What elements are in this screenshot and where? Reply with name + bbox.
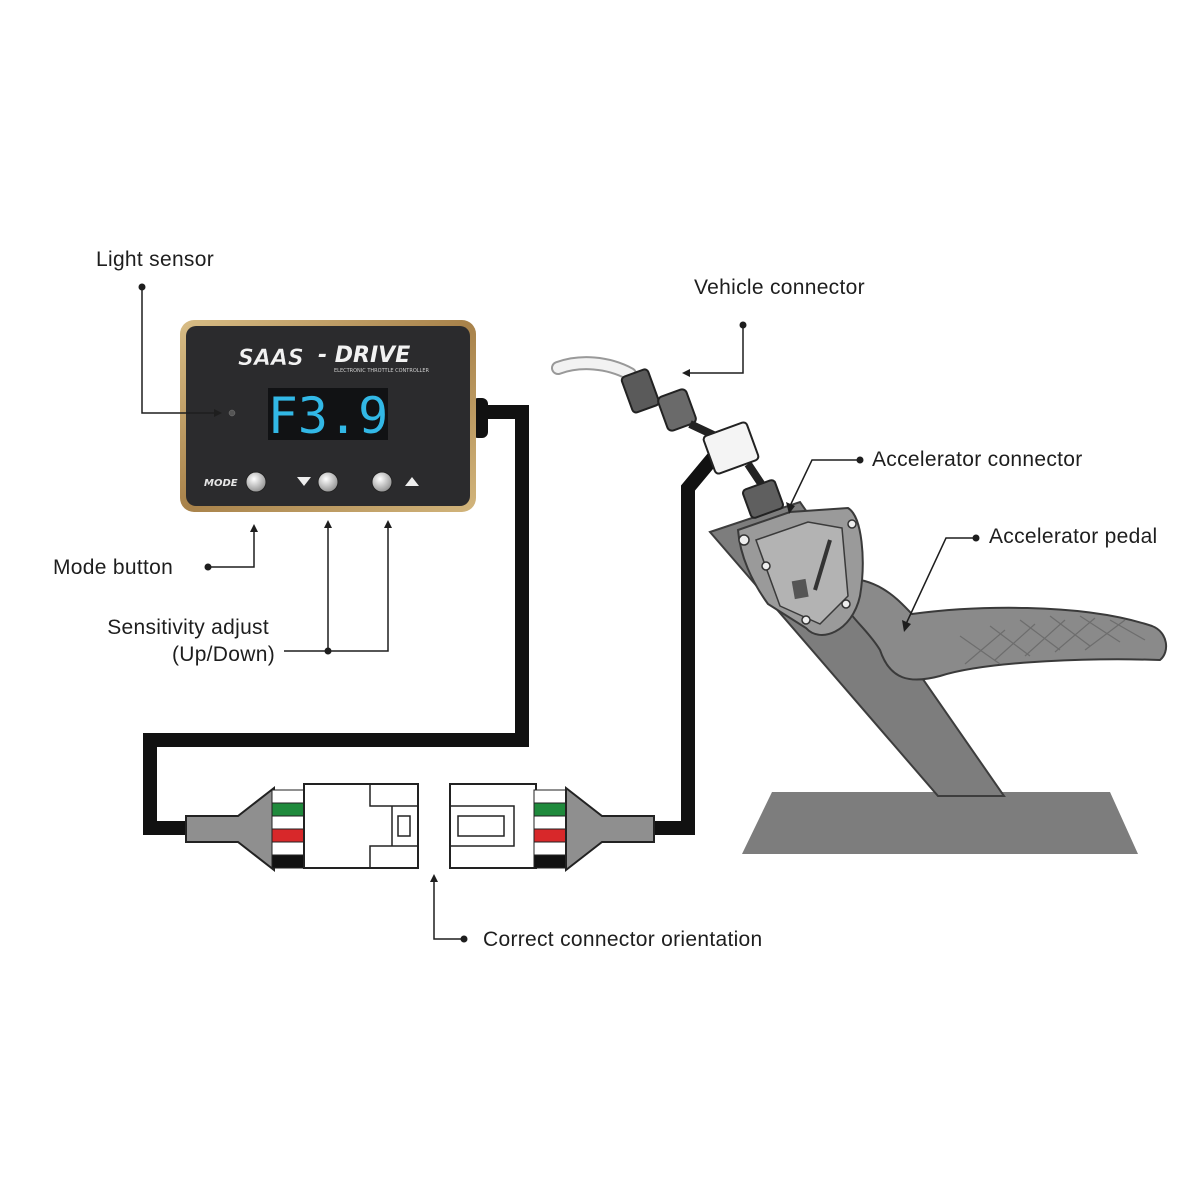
harness-connector-left bbox=[185, 783, 419, 873]
dot-vehicle-connector bbox=[739, 321, 747, 329]
display-readout: F3.9 bbox=[268, 387, 388, 445]
adapter-plug bbox=[657, 388, 697, 432]
wire-strip bbox=[271, 841, 307, 856]
wire-strip bbox=[533, 828, 569, 843]
wire-strip bbox=[271, 828, 307, 843]
harness-connector-right bbox=[449, 783, 655, 873]
wire-strip bbox=[271, 815, 307, 830]
vehicle-connector bbox=[551, 356, 768, 491]
label-mode-button: Mode button bbox=[53, 556, 173, 579]
pedal-sensor-cover bbox=[755, 521, 849, 625]
wire-strip bbox=[533, 854, 569, 869]
leader-accelerator-pedal bbox=[905, 537, 976, 625]
arrowhead-light-sensor bbox=[214, 409, 222, 417]
pedal-sensor-bar bbox=[813, 539, 832, 591]
triangle-down-icon bbox=[297, 477, 311, 486]
dot-light-sensor bbox=[138, 283, 146, 291]
leader-light-sensor bbox=[141, 288, 214, 414]
dot-accelerator-connector bbox=[856, 456, 864, 464]
arrowhead-mode-button bbox=[250, 524, 258, 532]
pedal-base bbox=[742, 792, 1138, 854]
dot-mode-button bbox=[204, 563, 212, 571]
label-orientation: Correct connector orientation bbox=[483, 928, 763, 951]
vehicle-loom-inner bbox=[553, 358, 635, 379]
label-accelerator-pedal: Accelerator pedal bbox=[989, 525, 1158, 548]
leader-mode-button bbox=[208, 532, 255, 568]
arrowhead-vehicle-connector bbox=[682, 369, 690, 377]
leader-sensitivity bbox=[284, 528, 389, 652]
label-vehicle-connector: Vehicle connector bbox=[694, 276, 865, 299]
light-sensor bbox=[228, 409, 236, 417]
leader-orientation bbox=[433, 882, 464, 940]
controller-cable bbox=[143, 405, 529, 835]
arrowhead-accelerator-connector bbox=[786, 502, 795, 514]
model-name: - DRIVE bbox=[318, 343, 410, 368]
throttle-controller: SAAS - DRIVE ELECTRONIC THROTTLE CONTROL… bbox=[180, 320, 488, 512]
pedal-sensor-slot bbox=[791, 578, 809, 600]
pedal-bolt-1 bbox=[738, 534, 750, 546]
up-button[interactable] bbox=[371, 471, 393, 493]
vehicle-cable bbox=[648, 447, 724, 835]
dot-orientation bbox=[460, 935, 468, 943]
vehicle-plug bbox=[620, 368, 660, 414]
wire-bundle-right bbox=[533, 789, 569, 869]
label-accelerator-connector: Accelerator connector bbox=[872, 448, 1083, 471]
label-sensitivity-line2: (Up/Down) bbox=[172, 643, 275, 666]
dot-accelerator-pedal bbox=[972, 534, 980, 542]
arrowhead-accelerator-pedal bbox=[902, 620, 911, 632]
plug-latch-right bbox=[457, 815, 505, 837]
label-sensitivity-line1: Sensitivity adjust bbox=[107, 616, 269, 639]
accelerator-pedal bbox=[708, 500, 1168, 854]
brand-logo: SAAS bbox=[238, 346, 304, 371]
display-window bbox=[268, 388, 388, 440]
model-subtitle: ELECTRONIC THROTTLE CONTROLLER bbox=[334, 368, 429, 374]
leader-vehicle-connector bbox=[690, 326, 744, 374]
leader-accelerator-connector bbox=[789, 459, 860, 507]
label-light-sensor: Light sensor bbox=[96, 248, 214, 271]
arrowhead-orientation bbox=[430, 874, 438, 882]
mode-button-label: MODE bbox=[204, 478, 238, 489]
accelerator-connector-plug bbox=[742, 479, 784, 519]
wire-strip bbox=[271, 802, 307, 817]
wire-strip bbox=[533, 841, 569, 856]
wire-strip bbox=[271, 789, 307, 804]
triangle-up-icon bbox=[405, 477, 419, 486]
dot-sensitivity bbox=[324, 647, 332, 655]
arrowhead-sensitivity-up bbox=[384, 520, 392, 528]
down-button[interactable] bbox=[317, 471, 339, 493]
plug-latch-left bbox=[397, 815, 411, 837]
adapter-box bbox=[702, 421, 760, 475]
pedal-arm bbox=[841, 576, 1168, 681]
wire-bundle-left bbox=[271, 789, 307, 869]
arrowhead-sensitivity-down bbox=[324, 520, 332, 528]
pedal-bolt-2 bbox=[761, 561, 771, 571]
wire-strip bbox=[271, 854, 307, 869]
pedal-pad-texture bbox=[959, 615, 1146, 665]
pedal-bolt-3 bbox=[841, 599, 851, 609]
wire-strip bbox=[533, 815, 569, 830]
pedal-bolt-5 bbox=[801, 615, 811, 625]
wire-strip bbox=[533, 789, 569, 804]
mode-button[interactable] bbox=[245, 471, 267, 493]
pedal-bolt-4 bbox=[847, 519, 857, 529]
wire-strip bbox=[533, 802, 569, 817]
